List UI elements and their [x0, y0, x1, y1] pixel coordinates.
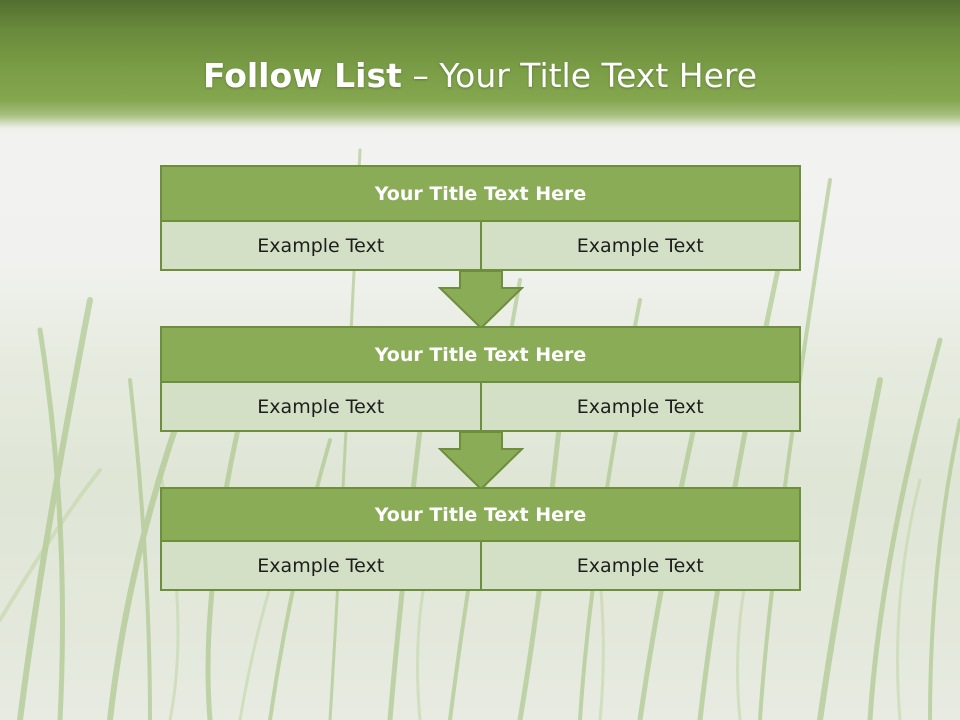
block-title: Your Title Text Here	[160, 165, 801, 222]
block-cell-left: Example Text	[160, 222, 482, 271]
block-title: Your Title Text Here	[160, 326, 801, 383]
slide-title-rest: – Your Title Text Here	[401, 56, 758, 95]
block-cell-left: Example Text	[160, 383, 482, 432]
block-row: Example Text Example Text	[160, 383, 801, 432]
follow-block-3: Your Title Text Here Example Text Exampl…	[160, 487, 801, 591]
down-arrow-icon	[438, 270, 524, 330]
block-cell-right: Example Text	[481, 542, 801, 591]
block-title: Your Title Text Here	[160, 487, 801, 542]
header-band	[0, 0, 960, 135]
follow-block-2: Your Title Text Here Example Text Exampl…	[160, 326, 801, 432]
down-arrow-icon	[438, 431, 524, 491]
block-row: Example Text Example Text	[160, 222, 801, 271]
block-cell-right: Example Text	[481, 383, 801, 432]
block-cell-left: Example Text	[160, 542, 482, 591]
block-cell-right: Example Text	[481, 222, 801, 271]
follow-block-1: Your Title Text Here Example Text Exampl…	[160, 165, 801, 271]
block-row: Example Text Example Text	[160, 542, 801, 591]
slide-title-bold: Follow List	[202, 56, 402, 95]
slide-title: Follow List – Your Title Text Here	[0, 52, 960, 100]
